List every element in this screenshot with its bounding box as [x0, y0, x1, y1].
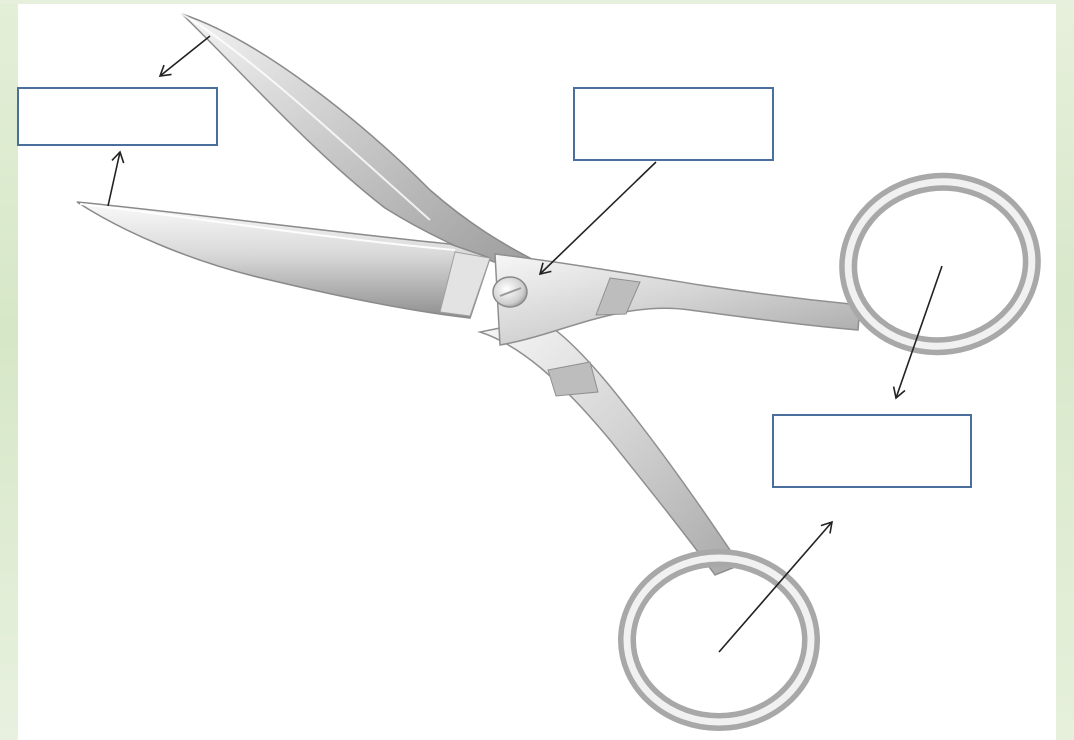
label-box-handles[interactable]: [772, 414, 972, 488]
lower-handle: [477, 319, 820, 731]
arrow-to-pivot: [538, 161, 657, 276]
arrow-to-upper-tip: [158, 35, 211, 77]
bottom-blade: [76, 201, 491, 319]
background-edge-right: [1056, 0, 1074, 740]
background-edge-left: [0, 0, 18, 740]
label-box-blades[interactable]: [17, 87, 218, 146]
upper-handle: [494, 172, 1041, 356]
arrow-from-thumb-ring: [718, 520, 834, 653]
label-box-pivot[interactable]: [573, 87, 774, 161]
finger-ring: [839, 172, 1041, 356]
arrow-from-finger-ring: [892, 265, 943, 400]
arrow-to-lower-tip: [107, 150, 125, 207]
background-edge-top: [0, 0, 1074, 4]
pivot-screw: [492, 276, 528, 308]
